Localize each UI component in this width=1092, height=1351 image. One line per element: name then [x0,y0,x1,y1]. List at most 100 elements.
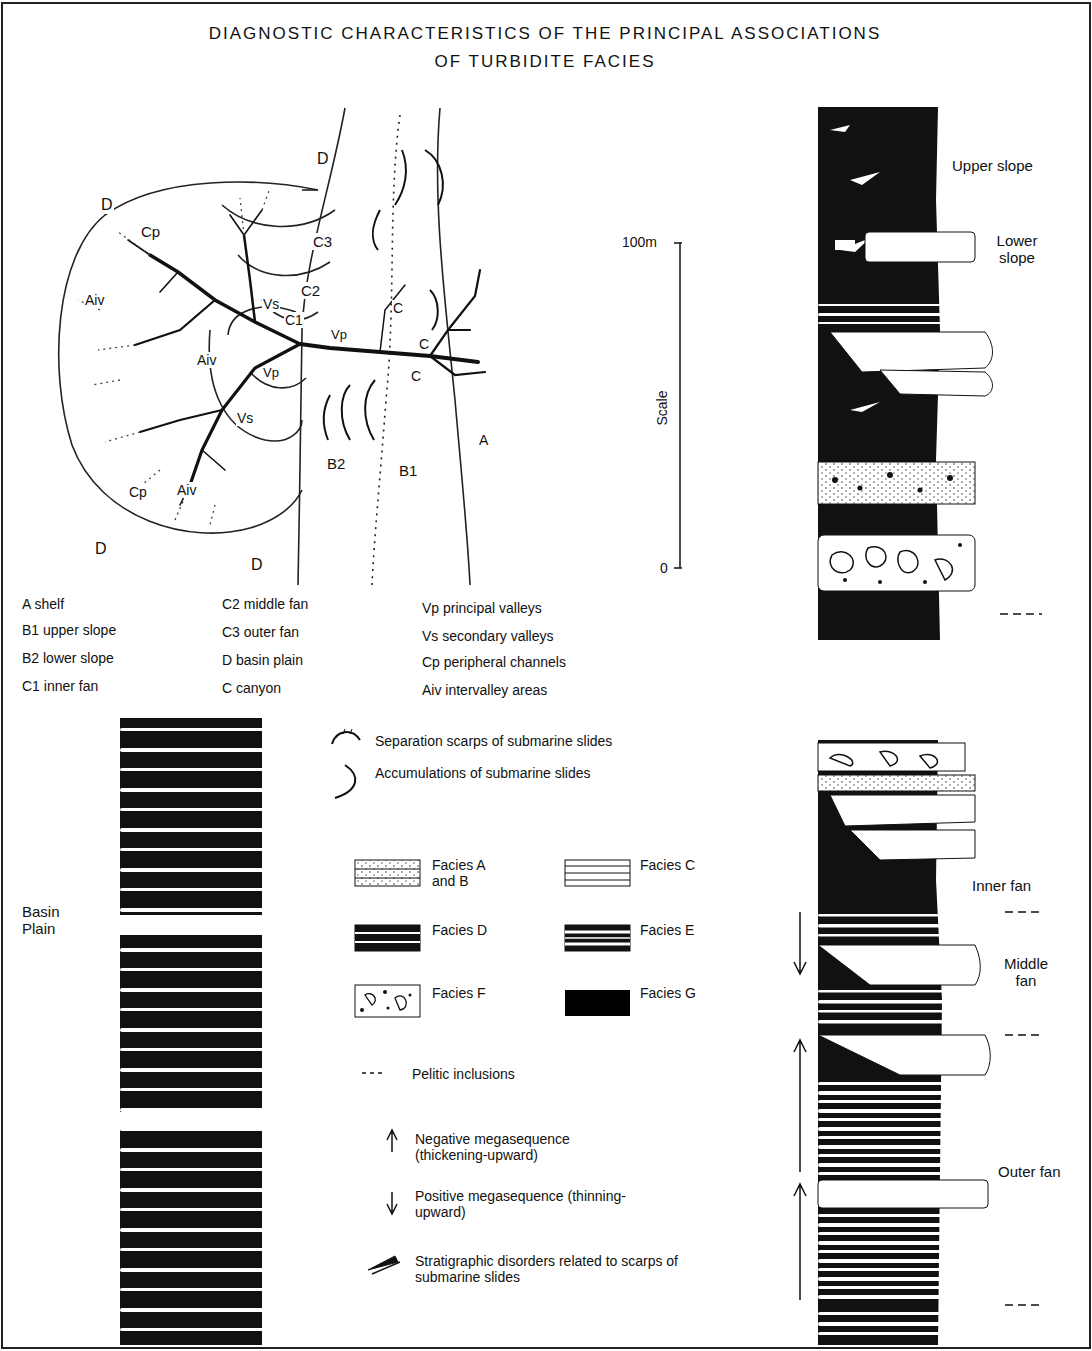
fan-map [59,108,470,585]
bed [818,1109,974,1113]
zone-letter: Aiv [196,352,217,368]
legend-text: Positive megasequence (thinning-upward) [415,1188,645,1220]
bed [120,968,270,971]
bed [120,1268,270,1272]
bed [818,1259,976,1263]
valleys [128,210,485,505]
column-label: Inner fan [972,877,1031,894]
bed [120,828,266,832]
zone-letter: D [250,556,264,574]
bed [120,1088,267,1091]
zone-letter: Aiv [176,482,197,498]
zone-letter: C [410,368,422,384]
bed [818,1295,979,1299]
slope-column-beds [818,304,958,324]
bed [818,1241,977,1245]
key-entry: C canyon [222,680,281,696]
scale-value: 100m [622,234,657,250]
bed [818,1127,973,1131]
bed [818,1322,950,1326]
key-entry: Vs secondary valleys [422,628,554,644]
column-label: Outer fan [998,1163,1061,1180]
bed [120,1228,266,1232]
bed [818,1332,952,1335]
bed [120,1008,269,1011]
peripheral-channels [78,188,270,525]
key-entry: D basin plain [222,652,303,668]
bed [120,808,269,811]
legend-text: Facies C [640,857,710,873]
fan-column-beds [818,914,980,1335]
legend-text: Negative megasequence (thickening-upward… [415,1131,645,1163]
bed [818,1286,977,1289]
zone-letter: D [94,540,108,558]
column-label: Lower slope [982,232,1052,267]
bed [120,1068,270,1072]
bed [120,888,267,891]
slope-column [818,107,1042,640]
zone-letter: D [316,150,330,168]
legend-text: Facies E [640,922,710,938]
bed [818,924,970,928]
bed [818,1118,976,1121]
zone-letter: C1 [284,312,304,328]
column-label: Basin Plain [22,903,82,938]
bed [818,1154,974,1157]
bed [818,1145,977,1149]
zone-letter: B1 [398,462,418,479]
legend-text: Separation scarps of submarine slides [375,733,612,749]
legend-text: Facies F [432,985,502,1001]
zone-letter: Cp [128,484,148,500]
zone-letter: A [478,432,489,448]
bed [818,1163,976,1167]
bed [818,1100,977,1103]
key-entry: A shelf [22,596,64,612]
legend-text: Facies G [640,985,710,1001]
bed [818,1232,980,1235]
zone-letter: Cp [140,223,161,240]
zone-letter: Vp [262,366,280,381]
bed [120,908,269,912]
bed [818,1223,978,1227]
bed [120,848,268,851]
bed [818,990,958,993]
key-entry: Vp principal valleys [422,600,542,616]
bed [120,1048,268,1051]
bed [120,1108,269,1112]
bed [120,1248,268,1251]
slide-scarps [324,150,443,440]
legend-text: Stratigraphic disorders related to scarp… [415,1253,735,1285]
legend-text: Facies D [432,922,502,938]
bed [818,1250,979,1253]
zone-letter: C2 [300,282,321,299]
scale-value: 0 [660,560,668,576]
bed [120,1288,267,1291]
bed [818,1277,980,1281]
bed [120,1028,266,1032]
zone-letter: D [100,196,114,214]
zone-letter: C3 [312,233,333,250]
key-entry: B2 lower slope [22,650,114,666]
zone-letter: C [418,336,430,352]
bed [818,304,958,306]
bed [818,313,958,316]
key-entry: C2 middle fan [222,596,308,612]
zone-letter: C [392,300,404,316]
frame [2,3,1090,1348]
bed [818,1136,975,1139]
bed [120,948,268,952]
bed [818,1312,948,1315]
key-entry: B1 upper slope [22,622,116,638]
legend-swatch [565,990,630,1016]
zone-letter: Vs [236,410,254,426]
key-entry: C3 outer fan [222,624,299,640]
scale-bar [674,243,682,568]
bed [120,768,270,771]
bed [120,1148,268,1152]
legend-text: Pelitic inclusions [412,1066,515,1082]
bed [120,748,268,752]
bed [818,1214,976,1217]
bed [818,914,968,917]
bed [818,934,972,937]
